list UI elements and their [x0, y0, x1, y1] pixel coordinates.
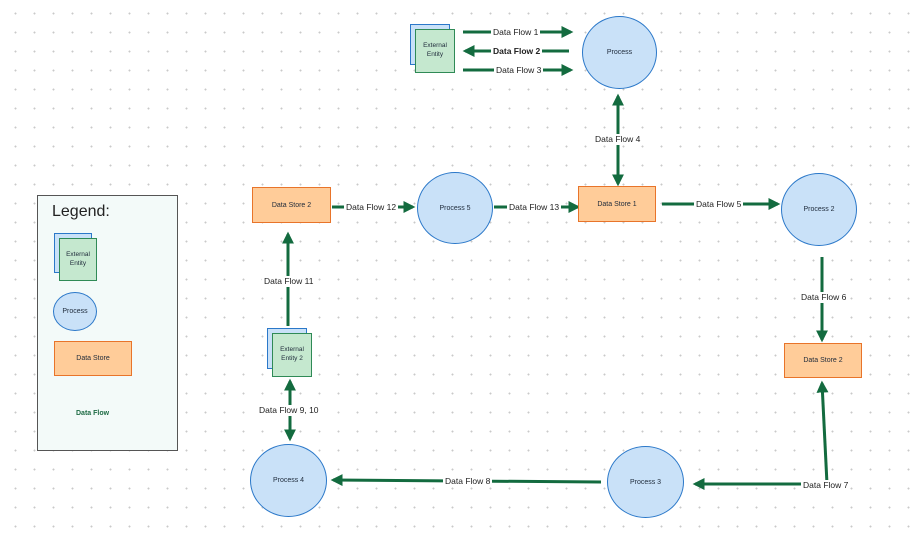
- data-store-2-right: Data Store 2: [784, 343, 862, 378]
- label-data-flow-13: Data Flow 13: [507, 202, 562, 213]
- process-3: Process 3: [607, 446, 684, 518]
- label-data-flow-11: Data Flow 11: [262, 276, 316, 287]
- label-data-flow-5: Data Flow 5: [694, 199, 744, 210]
- process-5: Process 5: [417, 172, 493, 244]
- label-data-flow-1: Data Flow 1: [491, 27, 541, 38]
- label-data-flow-4: Data Flow 4: [593, 134, 643, 145]
- process-2: Process 2: [781, 173, 857, 246]
- label-data-flow-2: Data Flow 2: [491, 46, 543, 57]
- legend-process: Process: [53, 292, 97, 331]
- external-entity-1: External Entity: [415, 29, 455, 73]
- label-data-flow-7: Data Flow 7: [801, 480, 851, 491]
- process-4: Process 4: [250, 444, 327, 517]
- data-store-2-left: Data Store 2: [252, 187, 331, 223]
- label-data-flow-12: Data Flow 12: [344, 202, 399, 213]
- legend-external-entity: External Entity: [59, 238, 97, 281]
- process-top: Process: [582, 16, 657, 89]
- legend-title: Legend:: [52, 203, 110, 220]
- data-store-1: Data Store 1: [578, 186, 656, 222]
- label-data-flow-8: Data Flow 8: [443, 476, 493, 487]
- label-data-flow-3: Data Flow 3: [494, 65, 544, 76]
- label-data-flow-9-10: Data Flow 9, 10: [257, 405, 321, 416]
- label-data-flow-6: Data Flow 6: [799, 292, 849, 303]
- arrow-data-flow-7: [816, 380, 829, 485]
- external-entity-2: External Entity 2: [272, 333, 312, 377]
- legend-data-store: Data Store: [54, 341, 132, 376]
- legend-data-flow-label: Data Flow: [76, 410, 110, 417]
